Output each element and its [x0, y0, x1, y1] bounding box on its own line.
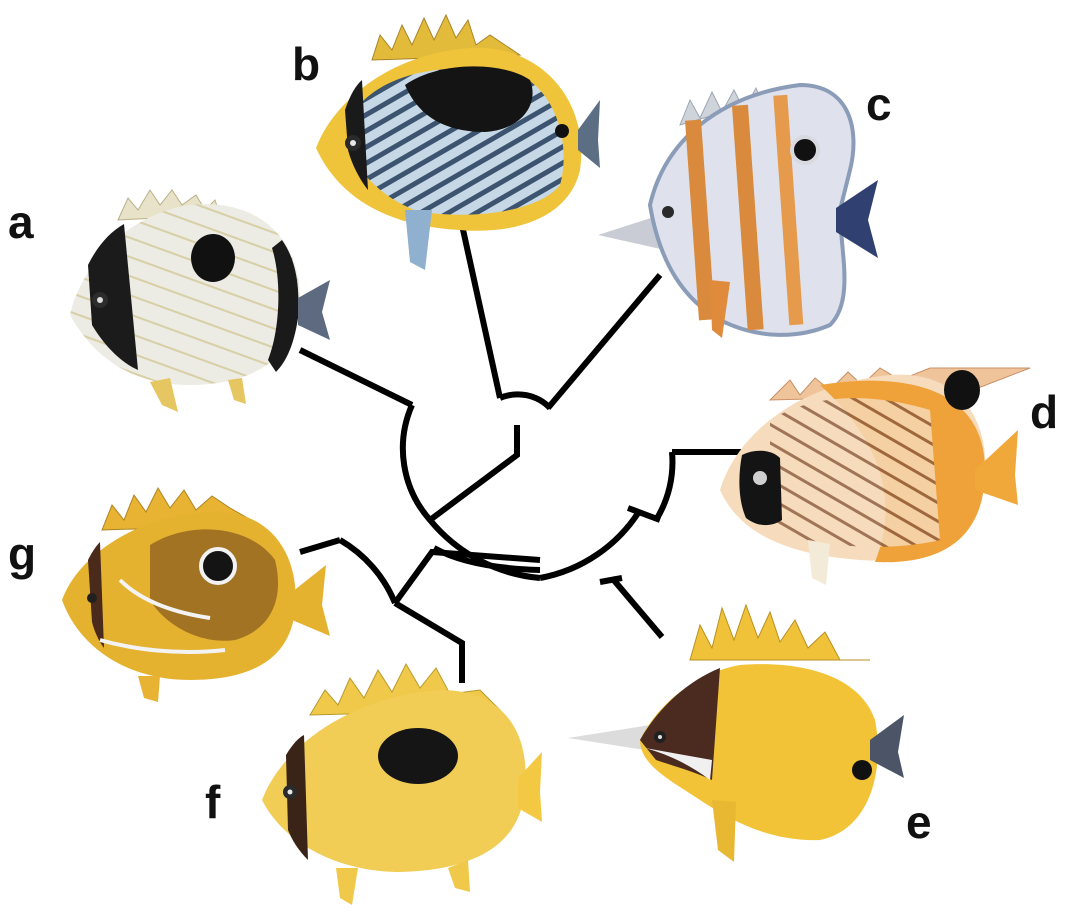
phylogenetic-tree [300, 225, 748, 683]
label-c: c [866, 78, 892, 130]
fish-b-image [316, 15, 600, 270]
label-a: a [8, 196, 34, 248]
label-e: e [906, 796, 932, 848]
branch-b [462, 225, 500, 398]
branch-e [612, 578, 662, 637]
arc-de [540, 510, 640, 578]
label-g: g [8, 528, 36, 580]
fish-a-image [70, 190, 330, 412]
arc-bc [500, 394, 550, 408]
branch-c [548, 275, 660, 408]
node-e [600, 578, 622, 582]
fish-g-image [62, 488, 330, 702]
fish-e-image [568, 605, 904, 862]
arc-a-bc [403, 405, 430, 520]
fish-f-image [262, 664, 542, 905]
fish-d-image [720, 368, 1030, 585]
label-b: b [292, 38, 320, 90]
label-d: d [1030, 386, 1058, 438]
branch-g [300, 540, 340, 552]
label-f: f [205, 776, 221, 828]
arc-g [340, 540, 395, 603]
branch-a [300, 350, 412, 405]
arc-d [656, 452, 672, 520]
stem-bc [430, 425, 517, 520]
